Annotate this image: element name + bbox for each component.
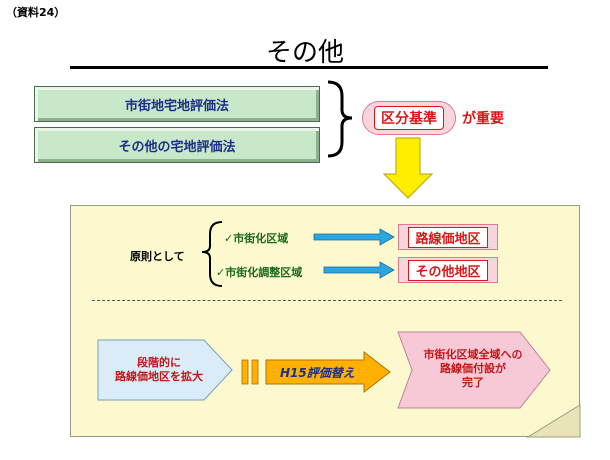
separator-bar-1-overlay <box>241 359 249 385</box>
document-label: （資料24） <box>6 6 66 19</box>
step-right-line-2: 路線価付設が <box>440 362 506 375</box>
h15-label: H15評価替え <box>280 366 355 380</box>
step-left-text: 段階的に 路線価地区を拡大 <box>100 356 218 384</box>
page-title: その他 <box>265 38 344 68</box>
step-right-overlay <box>397 331 551 409</box>
area-brace-overlay <box>201 221 223 287</box>
step-right-line-3: 完了 <box>462 376 484 389</box>
area-label-urban: ✓市街化区域 <box>224 232 289 245</box>
panel-fold-overlay <box>526 404 581 438</box>
district-label-other: その他地区 <box>408 259 488 281</box>
principle-label: 原則として <box>130 250 185 263</box>
criterion-label: 区分基準 <box>374 106 444 130</box>
method-brace <box>327 80 353 158</box>
district-box-other: その他地区 <box>398 257 498 283</box>
step-right-text: 市街化区域全域への 路線価付設が 完了 <box>412 348 534 390</box>
h15-arrow-overlay <box>265 350 391 394</box>
separator-bar-2-overlay <box>251 359 259 385</box>
criterion-pill: 区分基準 <box>362 101 456 135</box>
step-left-line-1: 段階的に <box>137 356 181 369</box>
criterion-suffix: が重要 <box>462 111 504 127</box>
step-right-line-1: 市街化区域全域への <box>423 348 523 361</box>
title-underline <box>70 66 548 69</box>
section-divider <box>92 300 562 301</box>
arrow-control-overlay <box>323 261 395 279</box>
step-left-line-2: 路線価地区を拡大 <box>115 370 203 383</box>
method-box-urban: 市街地宅地評価法 <box>34 86 320 122</box>
arrow-urban-overlay <box>313 228 395 246</box>
down-arrow <box>382 137 434 199</box>
method-box-other: その他の宅地評価法 <box>34 127 320 163</box>
area-label-control: ✓市街化調整区域 <box>216 266 303 279</box>
step-left-overlay <box>97 339 233 401</box>
district-label-rosenka: 路線価地区 <box>408 226 488 248</box>
district-box-rosenka: 路線価地区 <box>398 224 498 250</box>
